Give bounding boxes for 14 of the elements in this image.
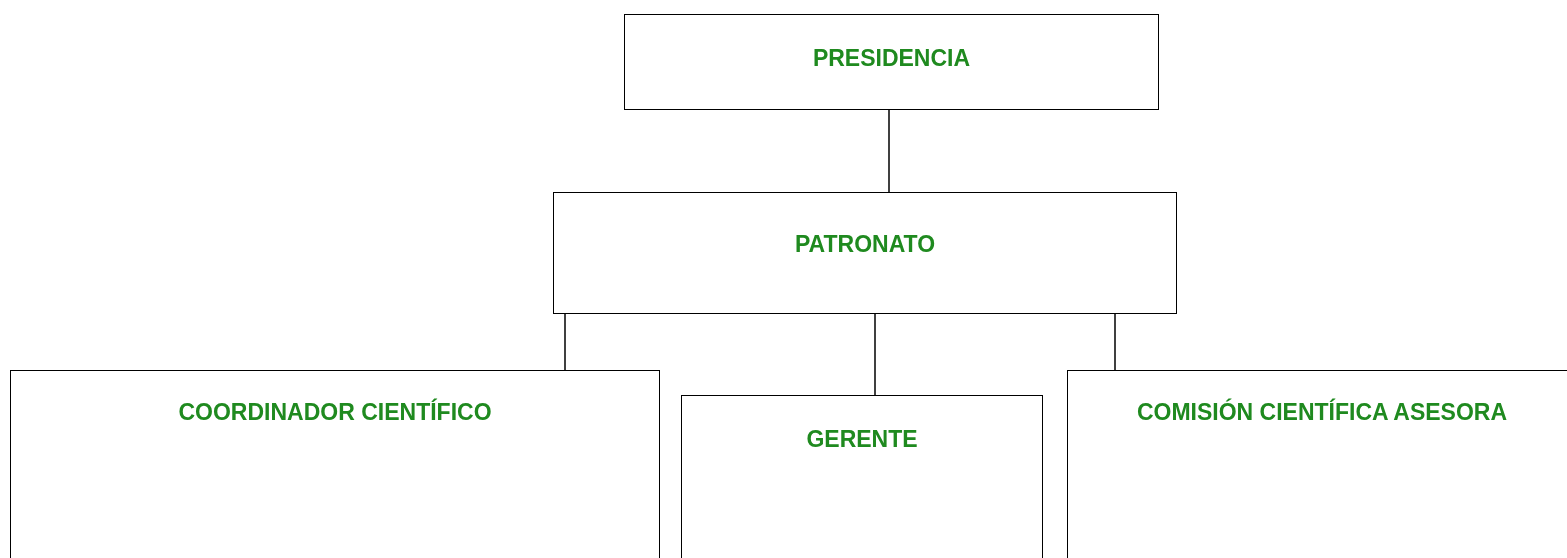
connector-line (1114, 313, 1116, 371)
org-box (681, 395, 1043, 558)
box-title: COMISIÓN CIENTÍFICA ASESORA (1135, 399, 1509, 426)
org-box (624, 14, 1159, 110)
box-title: COORDINADOR CIENTÍFICO (177, 399, 493, 426)
org-box (10, 370, 660, 558)
org-box (553, 192, 1177, 314)
box-title: GERENTE (805, 426, 919, 453)
connector-line (874, 313, 876, 396)
connector-line (564, 313, 566, 371)
org-box (1067, 370, 1567, 558)
box-title: PRESIDENCIA (811, 45, 972, 72)
connector-line (888, 109, 890, 193)
box-title: PATRONATO (793, 231, 937, 258)
